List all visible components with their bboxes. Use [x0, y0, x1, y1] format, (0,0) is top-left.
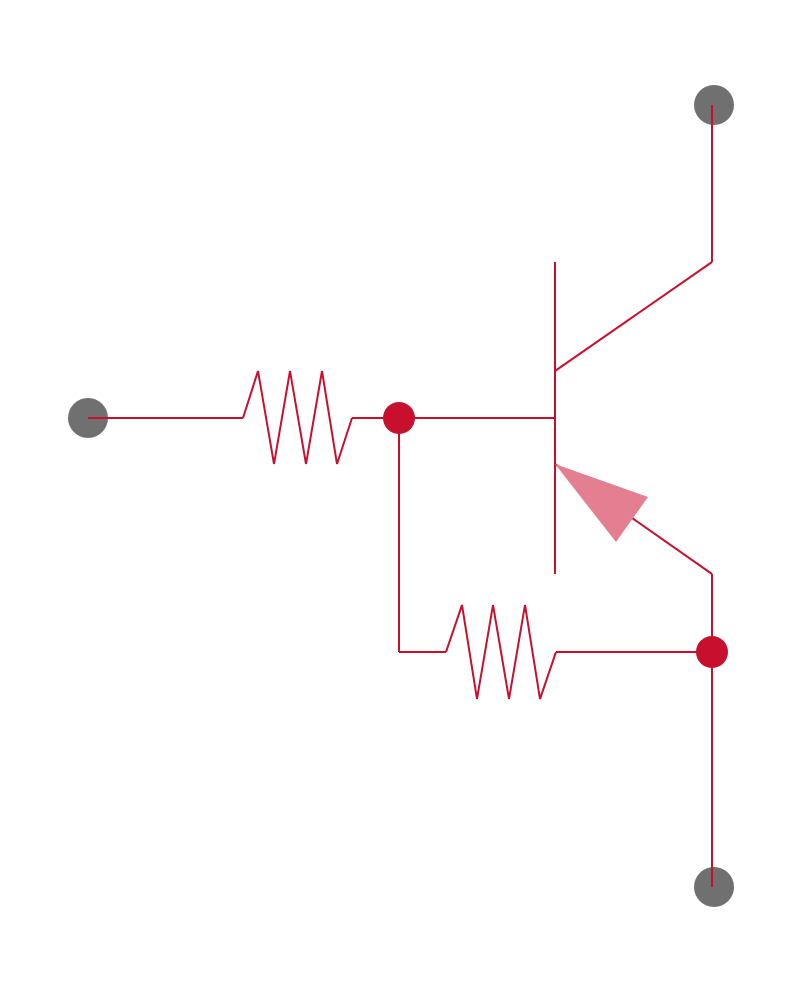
- emitter-junction-dot: [696, 636, 728, 668]
- feedback-resistor: [445, 604, 557, 700]
- transistor-collector-lead: [554, 261, 713, 372]
- emitter-arrow-icon: [555, 464, 648, 542]
- input-resistor: [242, 370, 353, 465]
- output-terminal: [694, 867, 734, 907]
- base-junction-dot: [383, 402, 415, 434]
- collector-terminal: [694, 85, 734, 125]
